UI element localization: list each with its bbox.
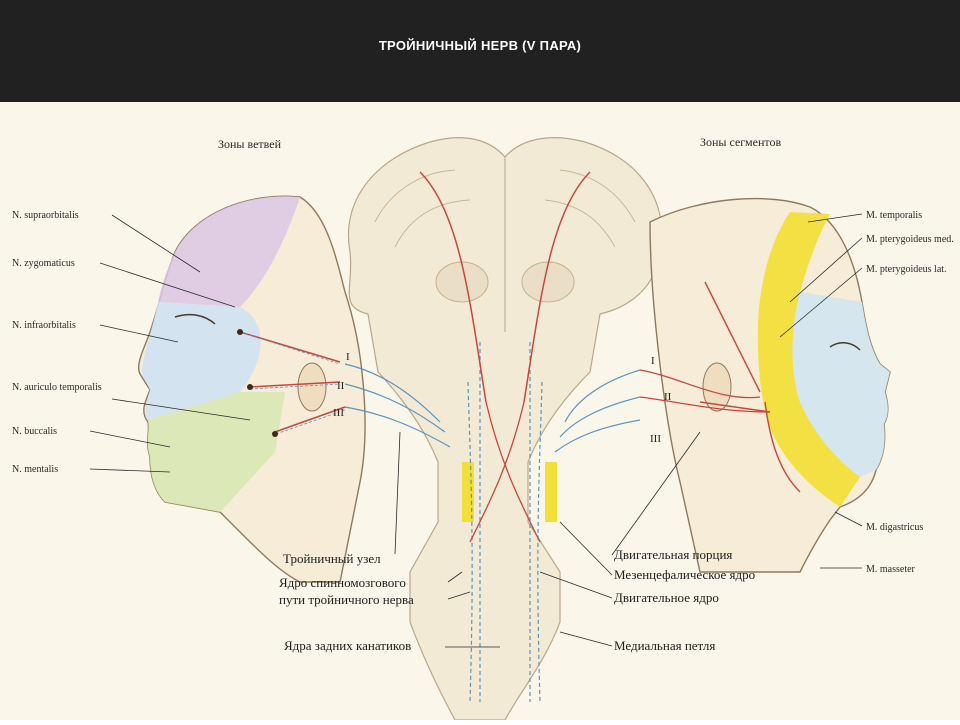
branch-right-3: III xyxy=(650,433,661,445)
right-head-profile xyxy=(639,197,891,573)
label-buccalis: N. buccalis xyxy=(12,426,57,437)
crossing-fibers xyxy=(469,401,541,543)
segment-zone-yellow xyxy=(757,212,860,507)
trigeminal-nerve-illustration: Зоны ветвей Зоны сегментов N. supraorbit… xyxy=(0,102,960,721)
label-supraorbitalis: N. supraorbitalis xyxy=(12,210,79,221)
label-posterior-column-nuclei: Ядра задних канатиков xyxy=(284,638,411,653)
label-spinal-nucleus-1: Ядро спинномозгового xyxy=(279,575,406,590)
zone-v3 xyxy=(147,392,285,512)
left-foramen-3 xyxy=(272,431,278,437)
label-spinal-nucleus-2: пути тройничного нерва xyxy=(279,592,414,607)
anatomy-diagram: Зоны ветвей Зоны сегментов N. supraorbit… xyxy=(12,135,954,721)
right-ganglion-fibers xyxy=(554,369,641,453)
branch-right-1: I xyxy=(651,355,655,367)
right-muscle-fibers xyxy=(699,281,801,493)
right-ear xyxy=(702,362,732,412)
bottom-left-leader-lines xyxy=(394,431,500,648)
right-leader-lines xyxy=(779,213,863,569)
label-trigeminal-ganglion: Тройничный узел xyxy=(283,551,381,566)
left-nerve-branches-blue xyxy=(239,331,346,435)
right-eye xyxy=(829,342,861,351)
zone-title-right: Зоны сегментов xyxy=(700,135,781,149)
label-mentalis: N. mentalis xyxy=(12,464,58,475)
left-ganglion-fibers xyxy=(344,363,451,448)
motor-tracts xyxy=(419,171,591,403)
label-infraorbitalis: N. infraorbitalis xyxy=(12,320,76,331)
label-mesencephalic-nucleus: Мезенцефалическое ядро xyxy=(614,567,755,582)
left-eye xyxy=(174,313,216,325)
zone-title-left: Зоны ветвей xyxy=(218,137,282,151)
slide-header: ТРОЙНИЧНЫЙ НЕРВ (V ПАРА) xyxy=(0,0,960,102)
slide-title: ТРОЙНИЧНЫЙ НЕРВ (V ПАРА) xyxy=(378,38,582,53)
label-medial-lemniscus: Медиальная петля xyxy=(614,638,715,653)
label-digastricus: M. digastricus xyxy=(866,522,923,533)
bottom-right-labels: Двигательная порция Мезенцефалическое яд… xyxy=(539,431,755,653)
segment-zone-blue xyxy=(792,292,890,477)
branch-left-2: II xyxy=(337,380,345,392)
brain-gyri xyxy=(374,169,636,248)
left-ear xyxy=(297,362,327,412)
left-labels: N. supraorbitalis N. zygomaticus N. infr… xyxy=(12,210,251,475)
bottom-left-labels: Тройничный узел Ядро спинномозгового пут… xyxy=(279,431,500,653)
mesencephalic-nucleus-left xyxy=(462,462,474,522)
branch-left-3: III xyxy=(333,407,344,419)
label-motor-portion: Двигательная порция xyxy=(614,547,732,562)
left-head-profile xyxy=(138,195,366,583)
label-auriculotemporalis: N. auriculo temporalis xyxy=(12,382,102,393)
brain-outline xyxy=(347,137,663,721)
branch-right-2: II xyxy=(664,391,672,403)
label-masseter: M. masseter xyxy=(866,564,916,575)
branch-left-1: I xyxy=(346,351,350,363)
zone-v2 xyxy=(141,302,261,420)
label-motor-nucleus: Двигательное ядро xyxy=(614,590,719,605)
mesencephalic-nucleus-right xyxy=(545,462,557,522)
label-pterygoideus-med: M. pterygoideus med. xyxy=(866,234,954,245)
brain-section xyxy=(347,137,663,721)
left-leader-lines xyxy=(89,214,251,473)
right-labels: M. temporalis M. pterygoideus med. M. pt… xyxy=(779,210,954,575)
bottom-right-leader-lines xyxy=(539,431,701,647)
label-temporalis: M. temporalis xyxy=(866,210,922,221)
label-zygomaticus: N. zygomaticus xyxy=(12,258,75,269)
left-foramen-1 xyxy=(237,329,243,335)
left-foramen-2 xyxy=(247,384,253,390)
zone-v1 xyxy=(158,196,300,307)
label-pterygoideus-lat: M. pterygoideus lat. xyxy=(866,264,947,275)
right-nerve-branches xyxy=(639,369,771,413)
